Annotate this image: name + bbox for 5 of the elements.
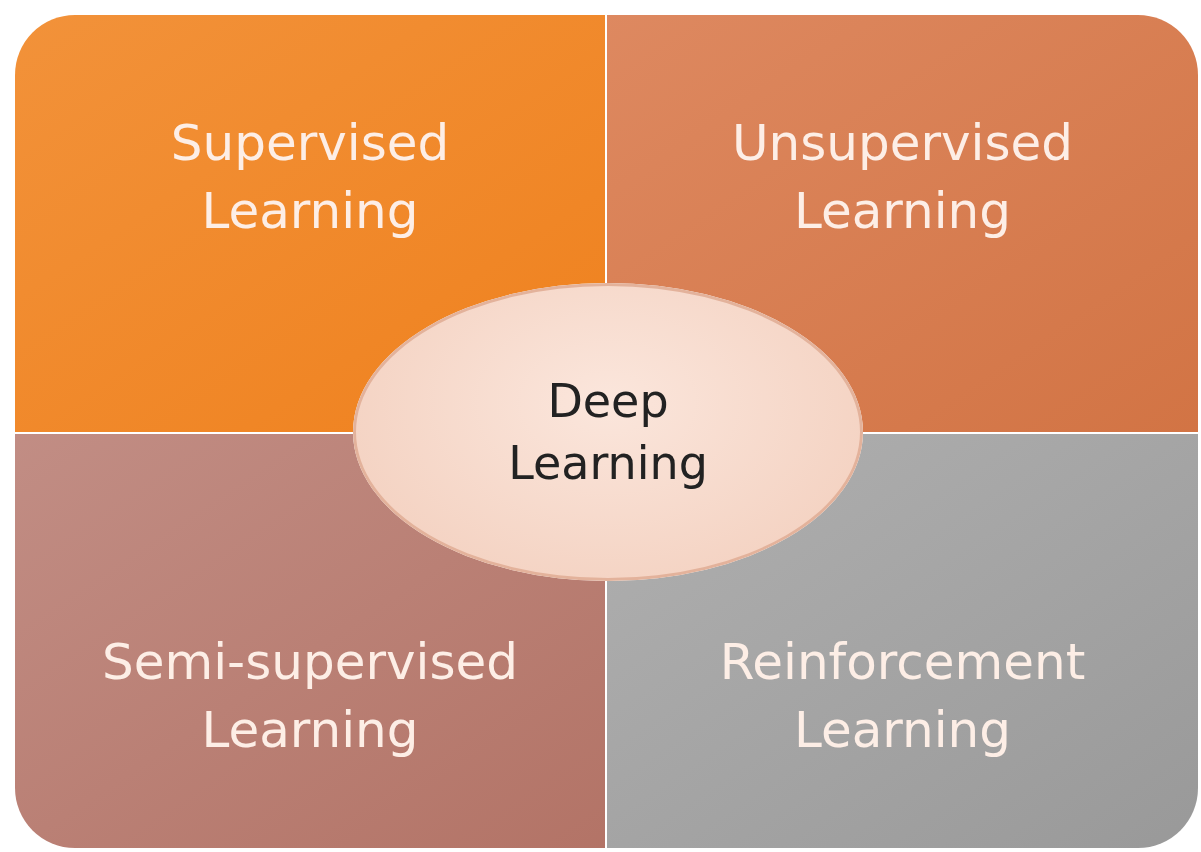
center-label: Deep Learning [507,372,709,492]
quadrant-label: Supervised Learning [169,113,451,242]
quadrant-label: Unsupervised Learning [730,113,1075,242]
quadrant-label: Semi-supervised Learning [101,632,519,761]
quadrant-label: Reinforcement Learning [718,632,1087,761]
